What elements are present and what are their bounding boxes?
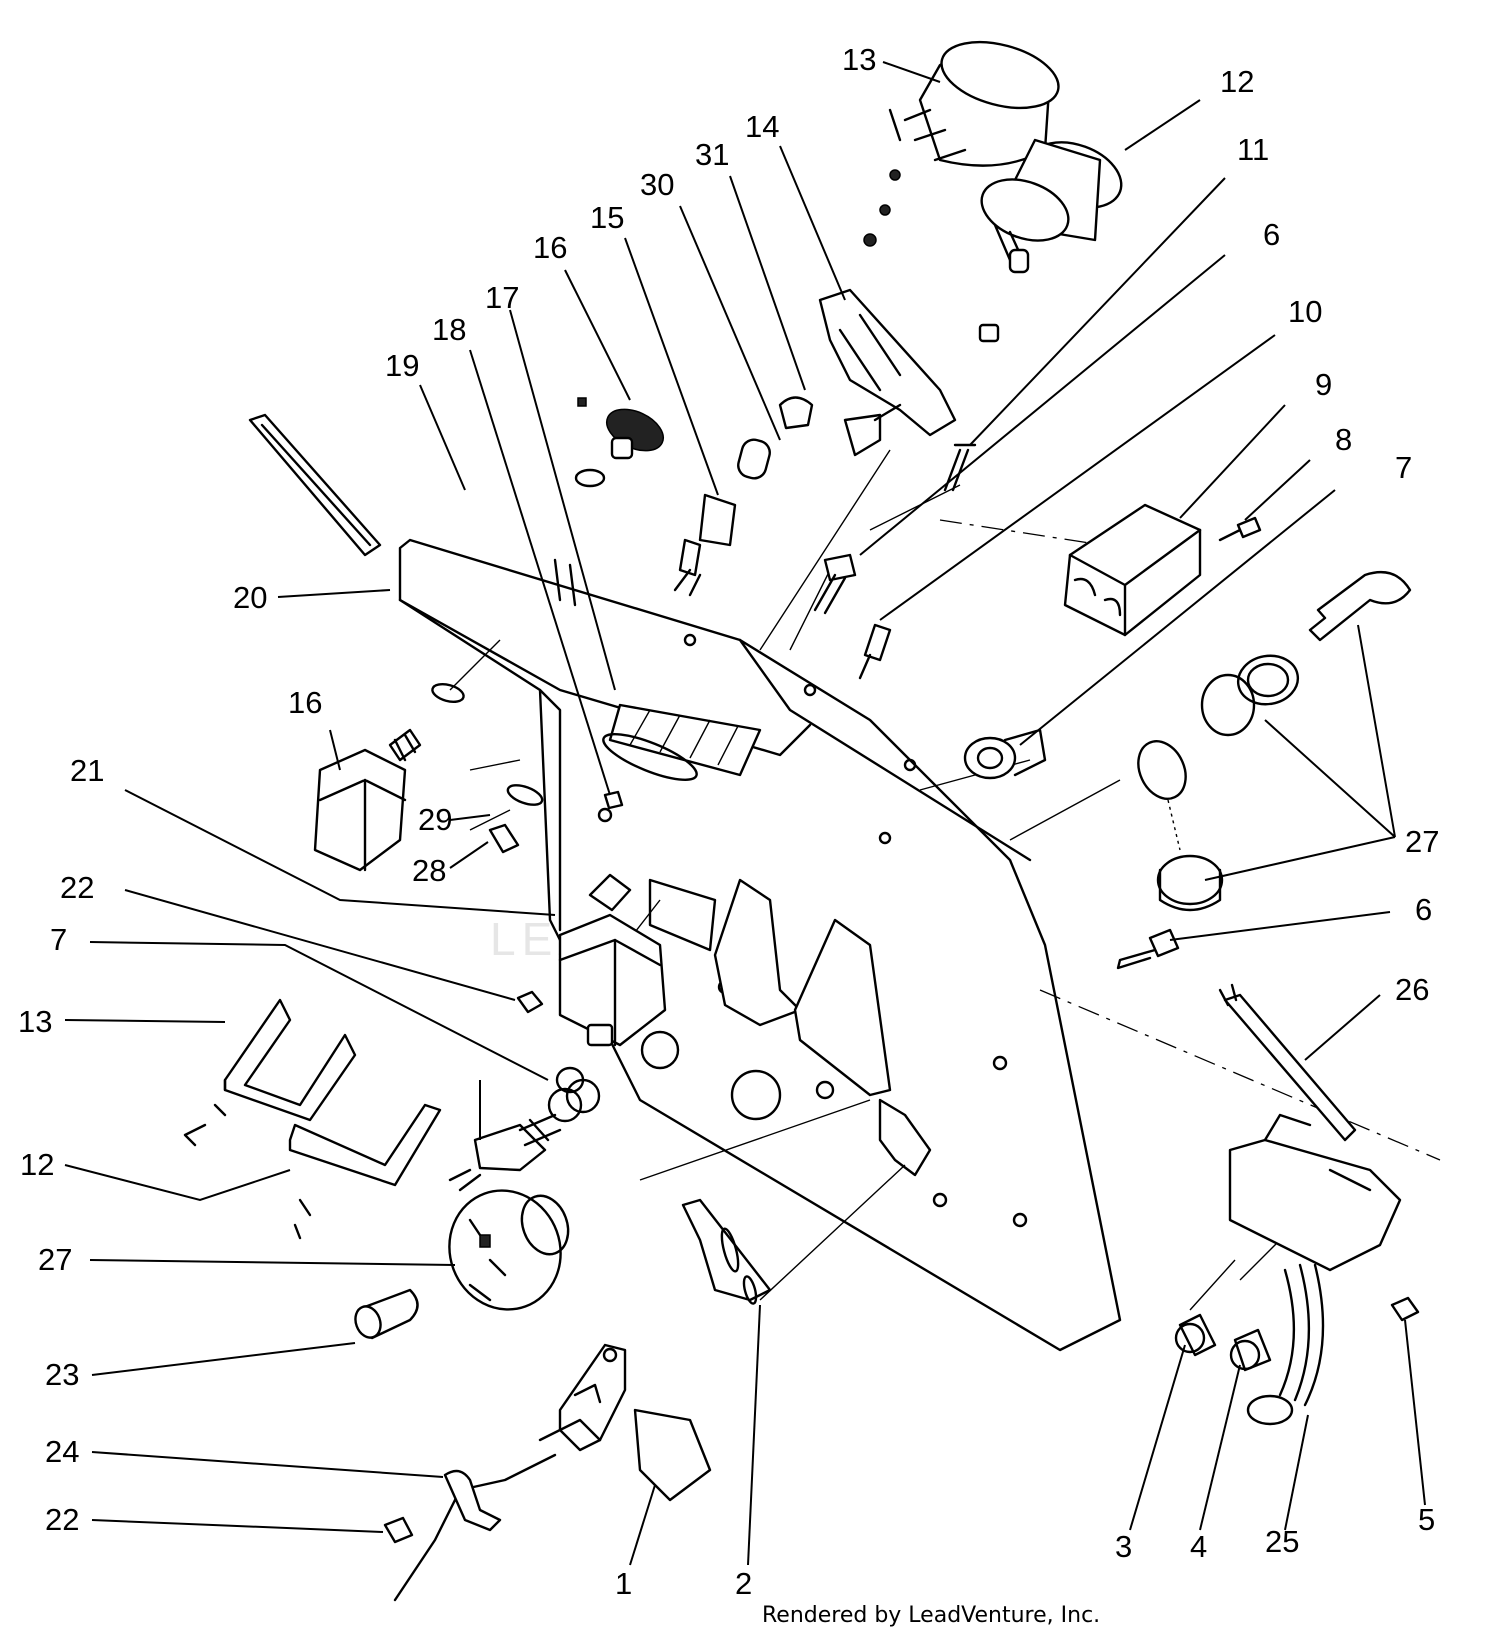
knob-16 — [574, 397, 664, 488]
bolt-6-upper — [813, 553, 857, 615]
callout-13-top: 13 — [842, 42, 876, 77]
callout-5: 5 — [1418, 1502, 1435, 1537]
ammeter-12 — [978, 138, 1123, 343]
callout-6-lower: 6 — [1415, 892, 1432, 927]
callout-3: 3 — [1115, 1529, 1132, 1564]
callout-12-top: 12 — [1220, 64, 1254, 99]
callout-28: 28 — [412, 853, 446, 888]
callout-18: 18 — [432, 312, 466, 347]
callout-17: 17 — [485, 280, 519, 315]
nut-22-lower — [383, 1516, 414, 1544]
callout-16-top: 16 — [533, 230, 567, 265]
screw-10 — [858, 623, 892, 680]
render-credit: Rendered by LeadVenture, Inc. — [762, 1603, 1100, 1628]
callout-labels: 13 12 14 31 11 30 15 16 6 17 10 18 19 9 … — [18, 42, 1439, 1601]
callout-20: 20 — [233, 580, 267, 615]
callout-22-lower: 22 — [45, 1502, 79, 1537]
switch-16 — [313, 728, 422, 872]
assembly-lines — [449, 449, 1441, 1311]
bezel-nut-27 — [1200, 654, 1300, 737]
nut-5 — [1390, 1296, 1420, 1322]
callout-23: 23 — [45, 1357, 79, 1392]
bracket-14 — [818, 288, 957, 457]
cover-13-lower — [183, 998, 357, 1147]
callout-30: 30 — [640, 167, 674, 202]
lock-washer-7 — [547, 1066, 601, 1123]
callout-7-left: 7 — [50, 922, 67, 957]
washer-16 — [431, 683, 465, 703]
bolt-6-lower — [1116, 928, 1180, 970]
callout-31: 31 — [695, 137, 729, 172]
bushing-28 — [488, 823, 520, 854]
cable-clamp-24 — [443, 1469, 502, 1532]
grommet-7 — [963, 728, 1047, 780]
callout-25: 25 — [1265, 1524, 1299, 1559]
strap-20 — [248, 413, 382, 557]
ignition-switch-27 — [448, 1189, 570, 1311]
leader-lines — [64, 61, 1426, 1566]
callout-10: 10 — [1288, 294, 1322, 329]
connector-3 — [1174, 1313, 1217, 1357]
callout-22-upper: 22 — [60, 870, 94, 905]
callout-24: 24 — [45, 1434, 79, 1469]
callout-21: 21 — [70, 753, 104, 788]
cap-27 — [1137, 740, 1224, 912]
strap-26 — [1218, 983, 1357, 1142]
screw-11 — [943, 443, 977, 492]
washer-29 — [506, 784, 544, 806]
callout-15: 15 — [590, 200, 624, 235]
callout-1: 1 — [615, 1566, 632, 1601]
callout-26: 26 — [1395, 972, 1429, 1007]
callout-27-right: 27 — [1405, 824, 1439, 859]
callout-11: 11 — [1237, 132, 1269, 167]
throttle-lever-1 — [393, 1343, 712, 1602]
callout-29: 29 — [418, 802, 452, 837]
plate-2 — [681, 1198, 772, 1305]
spacer-23 — [354, 1288, 419, 1340]
nut-22-upper — [516, 990, 544, 1014]
callout-8: 8 — [1335, 422, 1352, 457]
connector-4 — [1229, 1328, 1272, 1372]
solenoid-21 — [558, 873, 667, 1047]
nut-17 — [603, 790, 624, 810]
callout-9: 9 — [1315, 367, 1332, 402]
relay-9 — [1063, 503, 1202, 637]
callout-12-lower: 12 — [20, 1147, 54, 1182]
callout-14: 14 — [745, 109, 779, 144]
callout-27-lower: 27 — [38, 1242, 72, 1277]
bulb-31 — [778, 396, 814, 430]
screw-8 — [1218, 516, 1262, 542]
callout-19: 19 — [385, 348, 419, 383]
callout-6-upper: 6 — [1263, 217, 1280, 252]
callout-4: 4 — [1190, 1529, 1207, 1564]
hour-meter-13 — [863, 40, 1060, 247]
callout-7-right: 7 — [1395, 450, 1412, 485]
pressure-switch — [448, 1113, 562, 1192]
wire-harness-25 — [1228, 1113, 1402, 1426]
bulb-30 — [737, 438, 771, 480]
cover-12-lower — [288, 1103, 442, 1240]
dash-panel — [398, 538, 1122, 1352]
key-27 — [1308, 570, 1412, 642]
callout-2: 2 — [735, 1566, 752, 1601]
callout-13-lower: 13 — [18, 1004, 52, 1039]
callout-16-lower: 16 — [288, 685, 322, 720]
lamp-socket-15 — [673, 493, 737, 597]
